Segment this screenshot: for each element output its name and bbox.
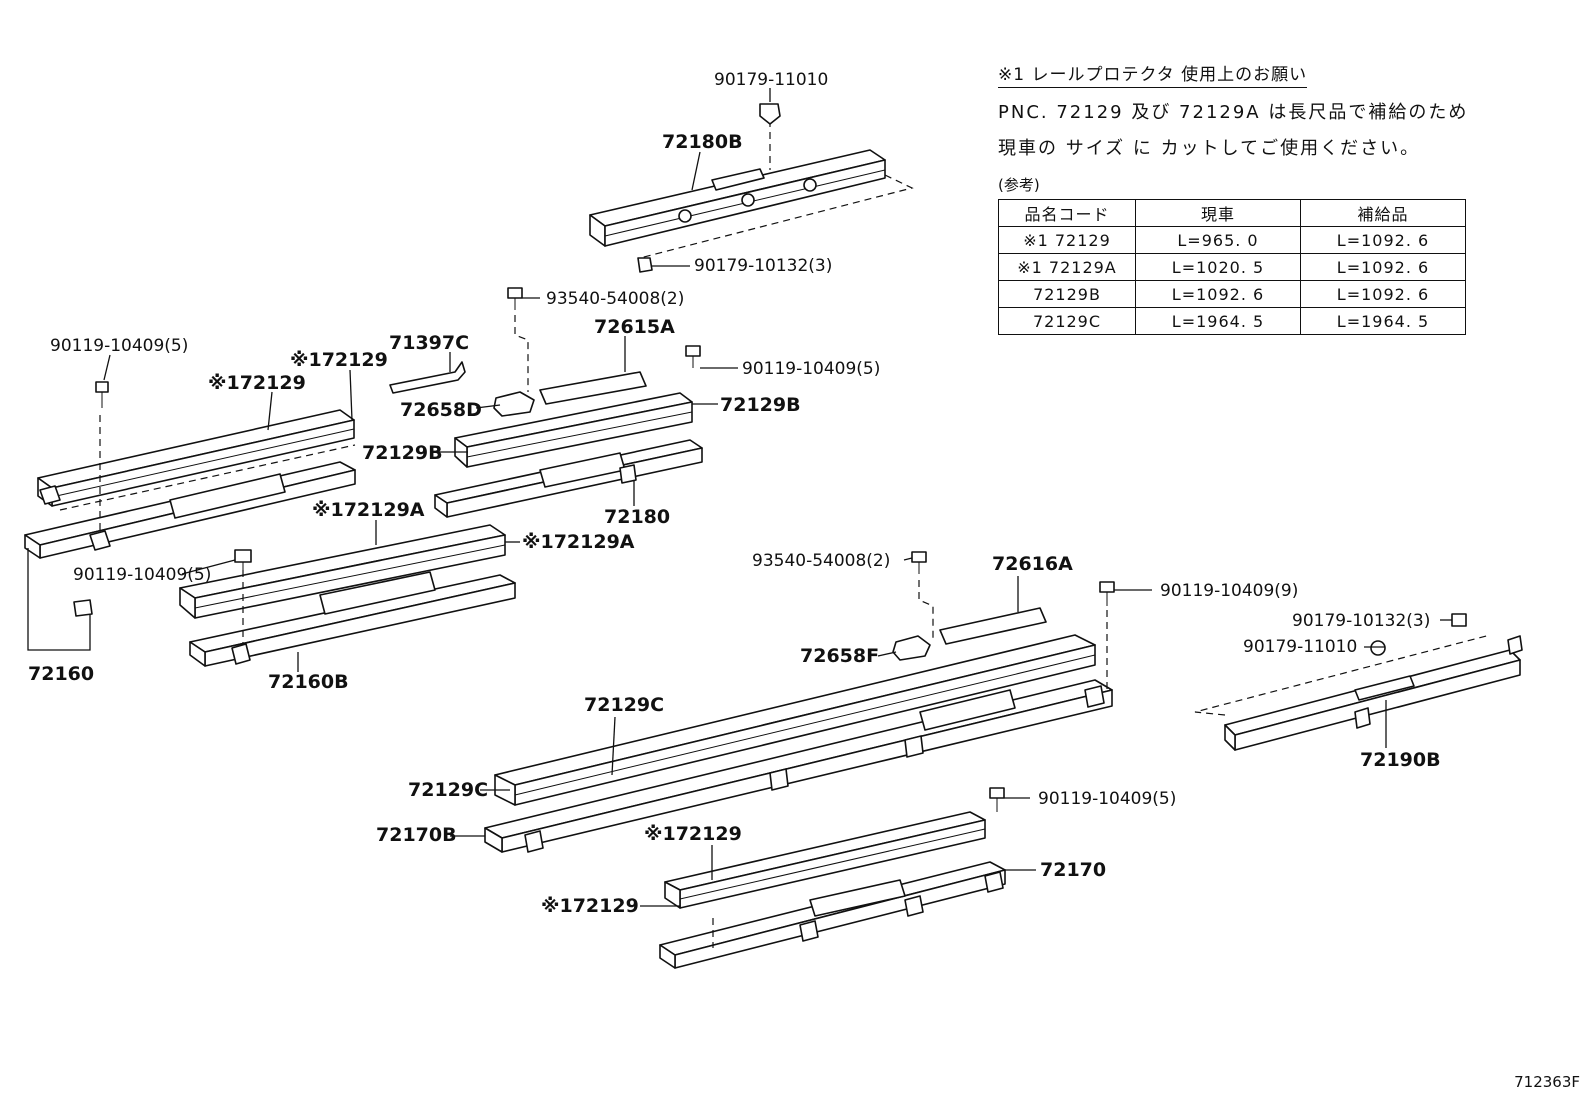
table-header: 現車 bbox=[1135, 199, 1301, 227]
label-72129-star-b: ※172129 bbox=[208, 372, 306, 394]
table-cell: L=1020. 5 bbox=[1135, 253, 1301, 281]
label-90119-10409-b: 90119-10409(5) bbox=[742, 359, 880, 379]
label-72180: 72180 bbox=[604, 506, 670, 528]
label-72616A: 72616A bbox=[992, 553, 1073, 575]
label-72658D: 72658D bbox=[400, 399, 482, 421]
clip-72658D bbox=[493, 391, 535, 417]
table-cell: L=1092. 6 bbox=[1300, 226, 1466, 254]
bolt-90119-bottom bbox=[989, 787, 1005, 812]
label-72615A: 72615A bbox=[594, 316, 675, 338]
bolt-90119-middle bbox=[234, 549, 252, 575]
label-93540-54008-b: 93540-54008(2) bbox=[752, 551, 890, 571]
rail-72170B bbox=[484, 679, 1113, 853]
label-72129B-a: 72129B bbox=[720, 394, 801, 416]
rail-72160B bbox=[189, 570, 516, 667]
label-72129-star-a: ※172129 bbox=[290, 349, 388, 371]
label-72658F: 72658F bbox=[800, 645, 879, 667]
table-cell: L=1092. 6 bbox=[1135, 280, 1301, 308]
bracket-71397C bbox=[389, 361, 466, 394]
bolt-90119-center bbox=[685, 345, 701, 368]
reference-label: (参考) bbox=[998, 176, 1040, 194]
label-90179-11010-b: 90179-11010 bbox=[1243, 637, 1357, 657]
table-row: ※1 72129A L=1020. 5 L=1092. 6 bbox=[998, 253, 1466, 281]
rail-72160 bbox=[24, 415, 356, 559]
label-72170: 72170 bbox=[1040, 859, 1106, 881]
label-90119-10409-a: 90119-10409(5) bbox=[50, 336, 188, 356]
bracket-72616A bbox=[939, 607, 1047, 645]
label-72129-star-d: ※172129 bbox=[541, 895, 639, 917]
table-cell: ※1 72129 bbox=[998, 226, 1136, 254]
rail-72180B bbox=[589, 103, 914, 259]
label-72129A-star-b: ※172129A bbox=[522, 531, 635, 553]
table-cell: 72129B bbox=[998, 280, 1136, 308]
table-row: 72129B L=1092. 6 L=1092. 6 bbox=[998, 280, 1466, 308]
table-header: 補給品 bbox=[1300, 199, 1466, 227]
rail-protector-72129-lower bbox=[664, 811, 986, 909]
label-72129B-b: 72129B bbox=[362, 442, 443, 464]
bracket-72615A bbox=[539, 371, 647, 405]
bolt-90179-10132-top bbox=[637, 257, 653, 273]
table-cell: L=1964. 5 bbox=[1135, 307, 1301, 335]
table-row: ※1 72129 L=965. 0 L=1092. 6 bbox=[998, 226, 1466, 254]
table-row: 72129C L=1964. 5 L=1964. 5 bbox=[998, 307, 1466, 335]
leader-lines bbox=[27, 88, 1452, 907]
notes-title: ※1 レールプロテクタ 使用上のお願い bbox=[998, 60, 1308, 88]
rail-protector-72129C bbox=[494, 634, 1096, 806]
rail-protector-72129-upper-left bbox=[37, 409, 355, 507]
screw-93540-54008-a bbox=[507, 287, 529, 392]
label-72160B: 72160B bbox=[268, 671, 349, 693]
label-93540-54008-a: 93540-54008(2) bbox=[546, 289, 684, 309]
label-72160: 72160 bbox=[28, 663, 94, 685]
bolt-90119-right bbox=[1099, 581, 1115, 690]
rail-protector-notes: ※1 レールプロテクタ 使用上のお願い PNC. 72129 及び 72129A… bbox=[998, 60, 1518, 335]
rail-72170 bbox=[659, 861, 1006, 969]
label-72129C-a: 72129C bbox=[584, 694, 664, 716]
label-90119-10409-d: 90119-10409(9) bbox=[1160, 581, 1298, 601]
rail-protector-72129A bbox=[179, 524, 506, 619]
label-90179-10132-b: 90179-10132(3) bbox=[1292, 611, 1430, 631]
label-72170B: 72170B bbox=[376, 824, 457, 846]
clip-72658F bbox=[892, 635, 931, 661]
label-72129-star-c: ※172129 bbox=[644, 823, 742, 845]
rail-72190B bbox=[1194, 634, 1523, 751]
label-72180B: 72180B bbox=[662, 131, 743, 153]
clip-72160 bbox=[73, 599, 93, 617]
table-header: 品名コード bbox=[998, 199, 1136, 227]
notes-line-2: 現車の サイズ に カットしてご使用ください。 bbox=[998, 138, 1421, 159]
label-90179-11010-top: 90179-11010 bbox=[714, 70, 828, 90]
label-90179-10132-top: 90179-10132(3) bbox=[694, 256, 832, 276]
table-cell: ※1 72129A bbox=[998, 253, 1136, 281]
label-90119-10409-c: 90119-10409(5) bbox=[73, 565, 211, 585]
rail-72180 bbox=[434, 439, 703, 518]
nut-90179-11010-right bbox=[1370, 640, 1386, 656]
table-cell: L=1092. 6 bbox=[1300, 253, 1466, 281]
length-reference-table: 品名コード 現車 補給品 ※1 72129 L=965. 0 L=1092. 6… bbox=[998, 199, 1466, 335]
label-72129C-b: 72129C bbox=[408, 779, 488, 801]
label-72129A-star-a: ※172129A bbox=[312, 499, 425, 521]
table-cell: L=965. 0 bbox=[1135, 226, 1301, 254]
label-71397C: 71397C bbox=[389, 332, 469, 354]
notes-line-1: PNC. 72129 及び 72129A は長尺品で補給のため bbox=[998, 102, 1469, 123]
figure-id: 712363F bbox=[1514, 1073, 1580, 1091]
table-cell: L=1964. 5 bbox=[1300, 307, 1466, 335]
label-72190B: 72190B bbox=[1360, 749, 1441, 771]
screw-93540-54008-b bbox=[911, 551, 934, 640]
label-90119-10409-e: 90119-10409(5) bbox=[1038, 789, 1176, 809]
table-header-row: 品名コード 現車 補給品 bbox=[998, 199, 1466, 227]
table-cell: L=1092. 6 bbox=[1300, 280, 1466, 308]
bolt-90179-10132-right bbox=[1451, 613, 1467, 627]
table-cell: 72129C bbox=[998, 307, 1136, 335]
bolt-90119-left bbox=[95, 381, 109, 408]
